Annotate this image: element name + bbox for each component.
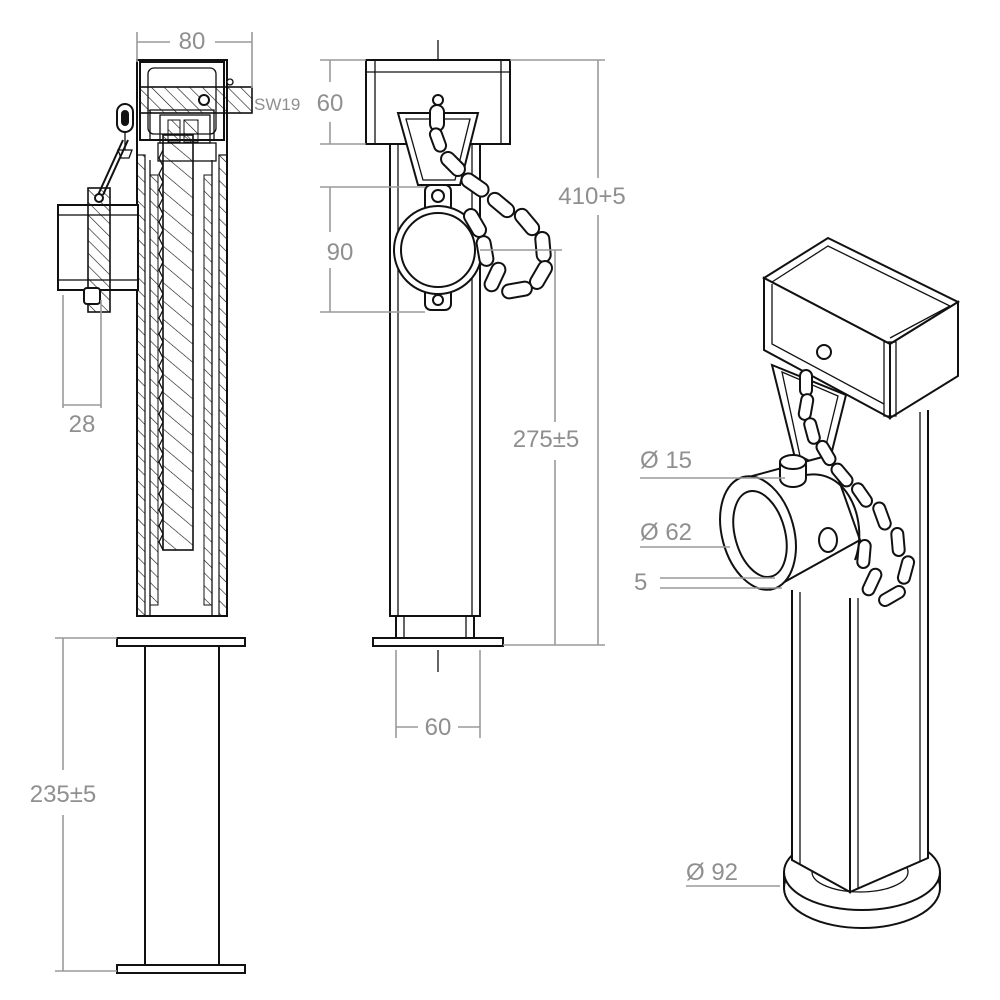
inner-wall-left	[149, 174, 159, 606]
dim-pin-diameter: Ø 15	[640, 447, 692, 474]
dim-total-height: 410+5	[558, 183, 625, 210]
front-view	[365, 40, 553, 672]
clamp-plate	[87, 187, 111, 313]
foot-plate-upper	[116, 637, 246, 647]
dim-wrench-size: SW19	[254, 95, 300, 114]
front-chain	[428, 104, 553, 300]
front-dimensions: 60 90 410+5 275±5 60	[317, 59, 626, 741]
isometric-view	[719, 236, 961, 929]
crank-bar	[139, 86, 253, 114]
iso-clamp	[719, 453, 862, 591]
dim-tube-length: 275±5	[513, 426, 580, 453]
dim-side-width: 80	[179, 28, 206, 55]
outer-wall-left	[136, 154, 146, 617]
dim-clamp-diameter: Ø 62	[640, 519, 692, 546]
foot-plate-lower	[116, 964, 246, 974]
dim-clamp-width: 28	[69, 411, 96, 438]
iso-head-side	[889, 300, 959, 420]
iso-chain	[797, 369, 916, 607]
outer-wall-right	[218, 154, 228, 617]
iso-dimensions: Ø 15 Ø 62 5 Ø 92	[634, 447, 785, 887]
dim-clamp-height: 90	[327, 239, 354, 266]
side-dimensions: 80 SW19 28 235±5	[30, 28, 300, 972]
side-section-view	[57, 59, 253, 974]
dim-foot-diameter: Ø 92	[686, 859, 738, 886]
dim-front-width: 60	[425, 714, 452, 741]
iso-tube-side	[849, 410, 929, 894]
dim-extension: 235±5	[30, 781, 97, 808]
inner-wall-right	[203, 174, 213, 606]
front-foot-plate	[372, 637, 504, 647]
dim-wall-thickness: 5	[634, 569, 647, 596]
spindle-rack	[162, 134, 194, 551]
dim-head-height: 60	[317, 90, 344, 117]
iso-tube-front	[791, 590, 851, 894]
